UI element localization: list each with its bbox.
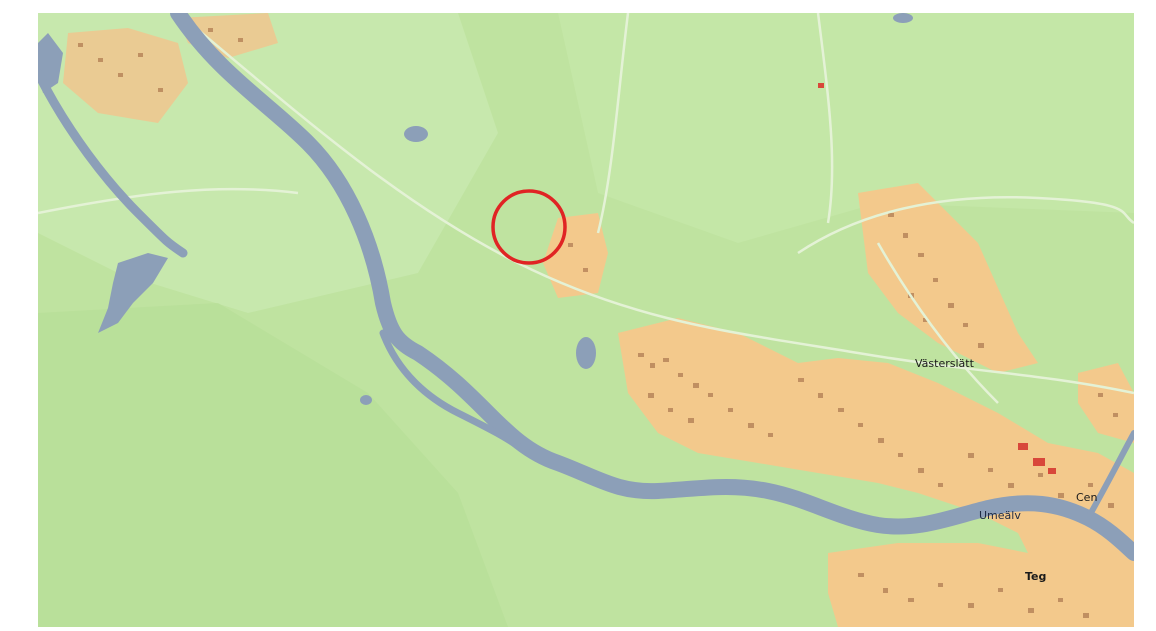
urban-zone-small <box>543 213 608 298</box>
red-buildings <box>818 83 1056 474</box>
land-patch-southwest <box>38 303 508 627</box>
place-label-vasterslatt: Västerslätt <box>915 357 974 370</box>
urban-zone-center <box>618 318 1134 627</box>
urban-zone-north <box>858 183 1038 373</box>
location-marker-circle <box>491 189 567 265</box>
creek-northwest <box>38 68 188 258</box>
roads <box>38 13 1134 404</box>
land-patch-northeast <box>558 13 1134 243</box>
map-canvas <box>38 13 1134 627</box>
river-tributary <box>1085 430 1134 521</box>
urban-zone-east <box>1078 363 1134 443</box>
river-branch <box>379 329 532 457</box>
map-viewport <box>38 13 1134 627</box>
urban-zone-south <box>828 543 1098 627</box>
building-texture <box>78 28 1118 618</box>
urban-zone-northwest <box>63 28 188 123</box>
place-label-umealven: Umeälv <box>979 509 1021 522</box>
river-main <box>170 13 1134 561</box>
place-label-centrum: Cen <box>1076 491 1098 504</box>
place-label-teg: Teg <box>1025 570 1047 583</box>
